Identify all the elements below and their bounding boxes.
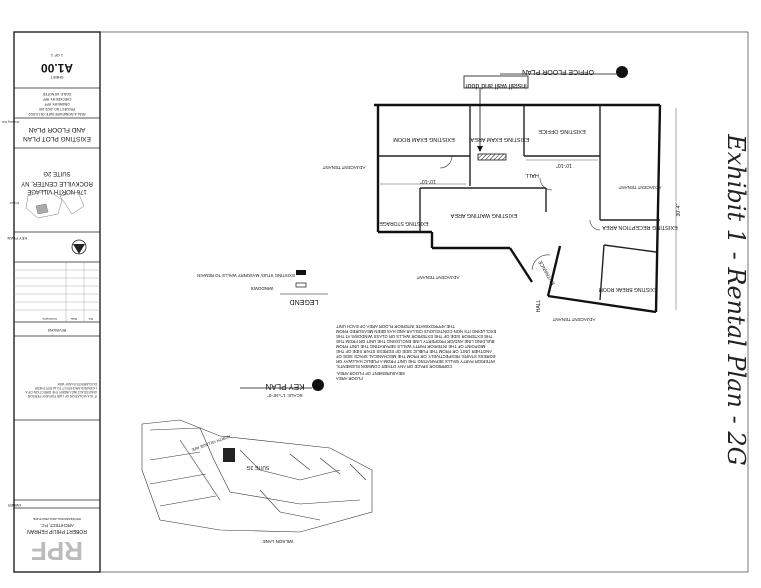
room-exam-area: EXISTING EXAM AREA	[470, 136, 529, 142]
room-hall: HALL	[525, 172, 539, 178]
project-info-line: SEAL & SIGNATURE DATE: 05.13.2022	[28, 112, 85, 116]
window-symbol-icon	[295, 282, 307, 288]
tenant-label: ADJACENT TENANT	[322, 165, 365, 170]
room-storage: EXISTING STORAGE	[379, 220, 429, 226]
drawing-title-label: Drawing Title	[1, 120, 19, 124]
legend-title: LEGEND	[290, 298, 319, 305]
handwritten-exhibit-note: Exhibit 1 - Rental Plan - 2G	[722, 133, 750, 466]
revision-header: No.	[88, 317, 93, 321]
revisions-label: REVISIONS	[47, 328, 66, 332]
floor-note-line: INTERIOR PARTY WALLS SEPARATING THE UNIT…	[336, 359, 495, 364]
project-line3: SUITE 2G	[43, 170, 71, 176]
tenant-label: ADJACENT TENANT	[552, 317, 595, 322]
floor-note-line: MEASUREMENT OF FLOOR AREA.	[336, 371, 405, 376]
project-line2: ROCKVILLE CENTER, NY	[21, 180, 93, 186]
room-reception: EXISTING RECEPTION AREA	[602, 224, 678, 230]
floor-note-line: EGRESS STAIRS, RESPECTIVELY, OR FROM THE…	[336, 354, 496, 359]
annotation-callout: install wall and door	[463, 75, 529, 152]
new-wall-hatch	[477, 153, 507, 161]
floor-note-line: ANOTHER UNIT, OR FROM THE PUBLIC SIDE OF…	[336, 349, 492, 354]
street-label: WILSON LANE	[263, 539, 294, 544]
key-plan: KEY PLAN SCALE: 1"=40'-0" SUITE 2G NORTH…	[141, 379, 373, 544]
sheet-of: 1 OF 1	[50, 53, 63, 58]
dimension-label: 10'-10"	[420, 178, 436, 184]
key-plan-scale: SCALE: 1"=40'-0"	[267, 393, 303, 398]
floor-note-line: MIDPOINT OF THE INTERIOR PARTY WALLS SEP…	[335, 344, 485, 349]
owner-label: OWNER	[7, 503, 21, 507]
architect-sub: ARCHITECT, P.C.	[40, 523, 73, 528]
notes-text: IT IS A VIOLATION OF LAW FOR ANY PERSON …	[25, 382, 97, 398]
sheet-label: SHEET	[50, 75, 64, 80]
floor-area-note: THE APPROXIMATE INTERIOR FLOOR AREA OF E…	[335, 324, 496, 381]
floor-note-heading: FLOOR AREA	[336, 376, 363, 381]
floor-plan: OFFICE FLOOR PLAN install wall and door …	[322, 66, 682, 322]
project-info-line: DRAWN BY: RPF	[44, 102, 69, 106]
dimension-label: 30'-4"	[676, 203, 682, 216]
room-exam-room: EXISTING EXAM ROOM	[393, 136, 455, 142]
room-office: EXISTING OFFICE	[538, 128, 586, 134]
project-label: Project	[9, 201, 19, 205]
sheet-border	[13, 31, 749, 573]
architect-logo: RPF	[31, 536, 83, 566]
room-break-room: EXISTING BREAK ROOM	[599, 286, 658, 292]
floor-note-line: EXCLUDING ITS NON-CONTIGUOUS CELLAR AND …	[335, 329, 496, 334]
key-plan-suite: SUITE 2G	[247, 464, 270, 470]
legend: LEGEND WINDOWS EXISTING STUD/ MASONRY WA…	[197, 270, 328, 305]
drawing-title-line1: EXISTING PLOT PLAN	[23, 135, 91, 142]
plan-tag-icon	[616, 66, 628, 78]
revision-header: Comments	[42, 317, 57, 321]
suite-highlight	[223, 448, 235, 462]
project-info-line: SCALE: AS NOTED	[42, 92, 71, 96]
plan-title-text: OFFICE FLOOR PLAN	[522, 68, 594, 75]
annotation-text: install wall and door	[465, 82, 527, 89]
key-plan-title: KEY PLAN	[265, 382, 304, 391]
tenant-label: ADJACENT TENANT	[416, 275, 459, 280]
plan-title: OFFICE FLOOR PLAN	[500, 66, 628, 78]
sheet-number: A1.00	[41, 61, 73, 75]
floor-note-line: THE EXTERIOR SIDE OF THE EXTERIOR WALLS …	[336, 334, 493, 339]
wall-symbol-icon	[296, 270, 306, 275]
project-info-line: CHECKED BY: RPF	[43, 97, 72, 101]
room-waiting-area: EXISTING WAITING AREA	[450, 212, 517, 218]
floor-note-line: CORRIDOR SPACE OR ANY OTHER COMMON ELEME…	[336, 364, 452, 369]
project-line1: 176 NORTH VILLAGE	[27, 188, 87, 194]
revision-header: Date	[70, 317, 77, 321]
project-info-line: PROJECT NO: 2022-100	[39, 107, 75, 111]
title-block: SHEET A1.00 1 OF 1 SEAL & SIGNATURE DATE…	[1, 31, 101, 573]
floor-note-line: THE APPROXIMATE INTERIOR FLOOR AREA OF E…	[336, 324, 455, 329]
dimension-label: 10'-10"	[556, 162, 572, 168]
architect-address: PROFESSIONAL ARCHITECTURE	[33, 517, 80, 521]
site-sketch	[25, 189, 85, 219]
legend-item-walls: EXISTING STUD/ MASONRY WALLS TO REMAIN	[197, 273, 294, 278]
hall-label: HALL	[536, 300, 542, 313]
legend-item-windows: WINDOWS	[251, 286, 274, 291]
tenant-label: ADJACENT TENANT	[618, 185, 661, 190]
key-plan-tag-icon	[312, 379, 324, 391]
drawing-title-line2: AND FLOOR PLAN	[28, 126, 85, 133]
floor-note-line: BUILDING LINE AND/OR PROPERTY LINE ENCLO…	[336, 339, 495, 344]
key-plan-label: KEY PLAN	[7, 236, 27, 241]
architect-name: ROBERT PHILIP FEHRAN	[27, 528, 87, 534]
